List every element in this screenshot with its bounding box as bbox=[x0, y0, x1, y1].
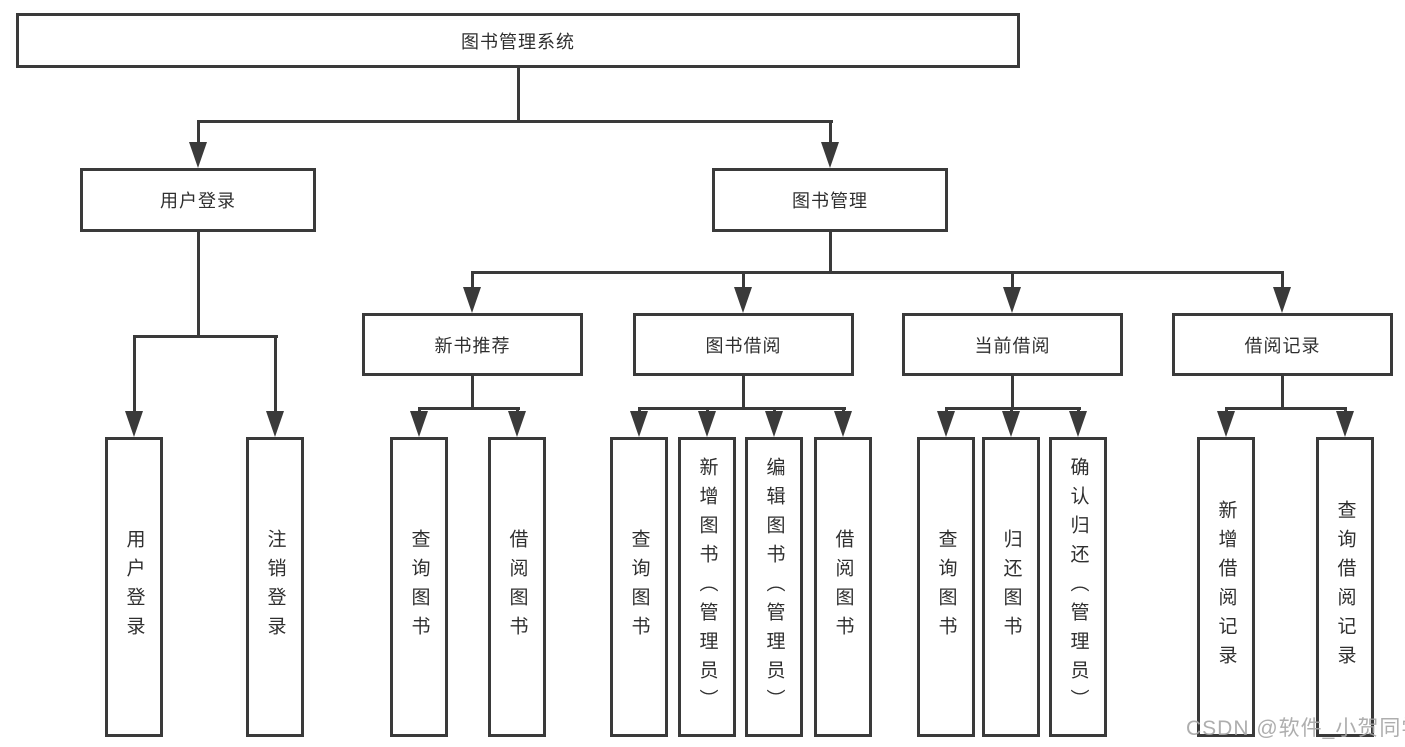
arrow-down-icon bbox=[937, 411, 955, 437]
leaf-query-borrow-record-label: 查询借阅记录 bbox=[1334, 500, 1356, 674]
node-book-management-label: 图书管理 bbox=[792, 191, 868, 211]
watermark: CSDN @软件_小贺同学 bbox=[1186, 717, 1405, 740]
arrow-down-icon bbox=[834, 411, 852, 437]
node-book-borrow-label: 图书借阅 bbox=[705, 335, 782, 356]
connector-line bbox=[274, 335, 277, 417]
leaf-query-books-1: 查询图书 bbox=[390, 437, 448, 737]
leaf-confirm-return-admin: 确认归还（管理员） bbox=[1049, 437, 1107, 737]
leaf-user-login: 用户登录 bbox=[105, 437, 163, 737]
arrow-down-icon bbox=[508, 411, 526, 437]
leaf-add-books-admin-label: 新增图书（管理员） bbox=[696, 456, 718, 718]
node-current-borrow: 当前借阅 bbox=[902, 313, 1123, 376]
node-book-management: 图书管理 bbox=[712, 168, 948, 232]
leaf-add-borrow-record: 新增借阅记录 bbox=[1197, 437, 1255, 737]
leaf-add-borrow-record-label: 新增借阅记录 bbox=[1215, 500, 1237, 674]
arrow-down-icon bbox=[266, 411, 284, 437]
connector-line bbox=[742, 271, 745, 291]
arrow-down-icon bbox=[821, 142, 839, 168]
leaf-logout: 注销登录 bbox=[246, 437, 304, 737]
connector-line bbox=[945, 407, 1081, 410]
connector-line bbox=[829, 232, 832, 274]
leaf-query-books-2: 查询图书 bbox=[610, 437, 668, 737]
arrow-down-icon bbox=[765, 411, 783, 437]
leaf-query-books-3-label: 查询图书 bbox=[935, 529, 957, 645]
leaf-query-books-3: 查询图书 bbox=[917, 437, 975, 737]
connector-line bbox=[471, 271, 474, 291]
arrow-down-icon bbox=[734, 287, 752, 313]
leaf-borrow-books-1-label: 借阅图书 bbox=[506, 529, 528, 645]
leaf-borrow-books-2-label: 借阅图书 bbox=[832, 529, 854, 645]
leaf-borrow-books-2: 借阅图书 bbox=[814, 437, 872, 737]
connector-line bbox=[471, 271, 1284, 274]
arrow-down-icon bbox=[1336, 411, 1354, 437]
arrow-down-icon bbox=[189, 142, 207, 168]
leaf-borrow-books-1: 借阅图书 bbox=[488, 437, 546, 737]
leaf-return-books: 归还图书 bbox=[982, 437, 1040, 737]
node-root: 图书管理系统 bbox=[16, 13, 1020, 68]
arrow-down-icon bbox=[1273, 287, 1291, 313]
leaf-logout-label: 注销登录 bbox=[264, 529, 286, 645]
arrow-down-icon bbox=[410, 411, 428, 437]
node-new-book-recommend-label: 新书推荐 bbox=[434, 335, 511, 356]
connector-line bbox=[1281, 376, 1284, 410]
leaf-query-books-2-label: 查询图书 bbox=[628, 529, 650, 645]
connector-line bbox=[1281, 271, 1284, 291]
connector-line bbox=[1011, 376, 1014, 410]
connector-line bbox=[197, 120, 200, 146]
node-book-borrow: 图书借阅 bbox=[633, 313, 854, 376]
connector-line bbox=[742, 376, 745, 410]
arrow-down-icon bbox=[1003, 287, 1021, 313]
leaf-add-books-admin: 新增图书（管理员） bbox=[678, 437, 736, 737]
leaf-return-books-label: 归还图书 bbox=[1000, 529, 1022, 645]
arrow-down-icon bbox=[1217, 411, 1235, 437]
connector-line bbox=[471, 376, 474, 410]
arrow-down-icon bbox=[125, 411, 143, 437]
leaf-confirm-return-admin-label: 确认归还（管理员） bbox=[1067, 456, 1089, 718]
connector-line bbox=[197, 120, 833, 123]
node-new-book-recommend: 新书推荐 bbox=[362, 313, 583, 376]
connector-line bbox=[1225, 407, 1347, 410]
connector-line bbox=[133, 335, 136, 417]
leaf-query-books-1-label: 查询图书 bbox=[408, 529, 430, 645]
node-borrow-records: 借阅记录 bbox=[1172, 313, 1393, 376]
node-user-login: 用户登录 bbox=[80, 168, 316, 232]
arrow-down-icon bbox=[463, 287, 481, 313]
connector-line bbox=[517, 68, 520, 123]
connector-line bbox=[197, 232, 200, 338]
node-root-label: 图书管理系统 bbox=[461, 31, 575, 52]
connector-line bbox=[829, 120, 832, 146]
arrow-down-icon bbox=[1002, 411, 1020, 437]
leaf-edit-books-admin: 编辑图书（管理员） bbox=[745, 437, 803, 737]
arrow-down-icon bbox=[698, 411, 716, 437]
node-current-borrow-label: 当前借阅 bbox=[974, 335, 1051, 356]
connector-line bbox=[1011, 271, 1014, 291]
leaf-user-login-label: 用户登录 bbox=[123, 529, 145, 645]
connector-line bbox=[638, 407, 846, 410]
leaf-edit-books-admin-label: 编辑图书（管理员） bbox=[763, 456, 785, 718]
arrow-down-icon bbox=[630, 411, 648, 437]
node-borrow-records-label: 借阅记录 bbox=[1244, 335, 1321, 356]
node-user-login-label: 用户登录 bbox=[160, 191, 236, 211]
leaf-query-borrow-record: 查询借阅记录 bbox=[1316, 437, 1374, 737]
connector-line bbox=[133, 335, 278, 338]
arrow-down-icon bbox=[1069, 411, 1087, 437]
connector-line bbox=[418, 407, 520, 410]
